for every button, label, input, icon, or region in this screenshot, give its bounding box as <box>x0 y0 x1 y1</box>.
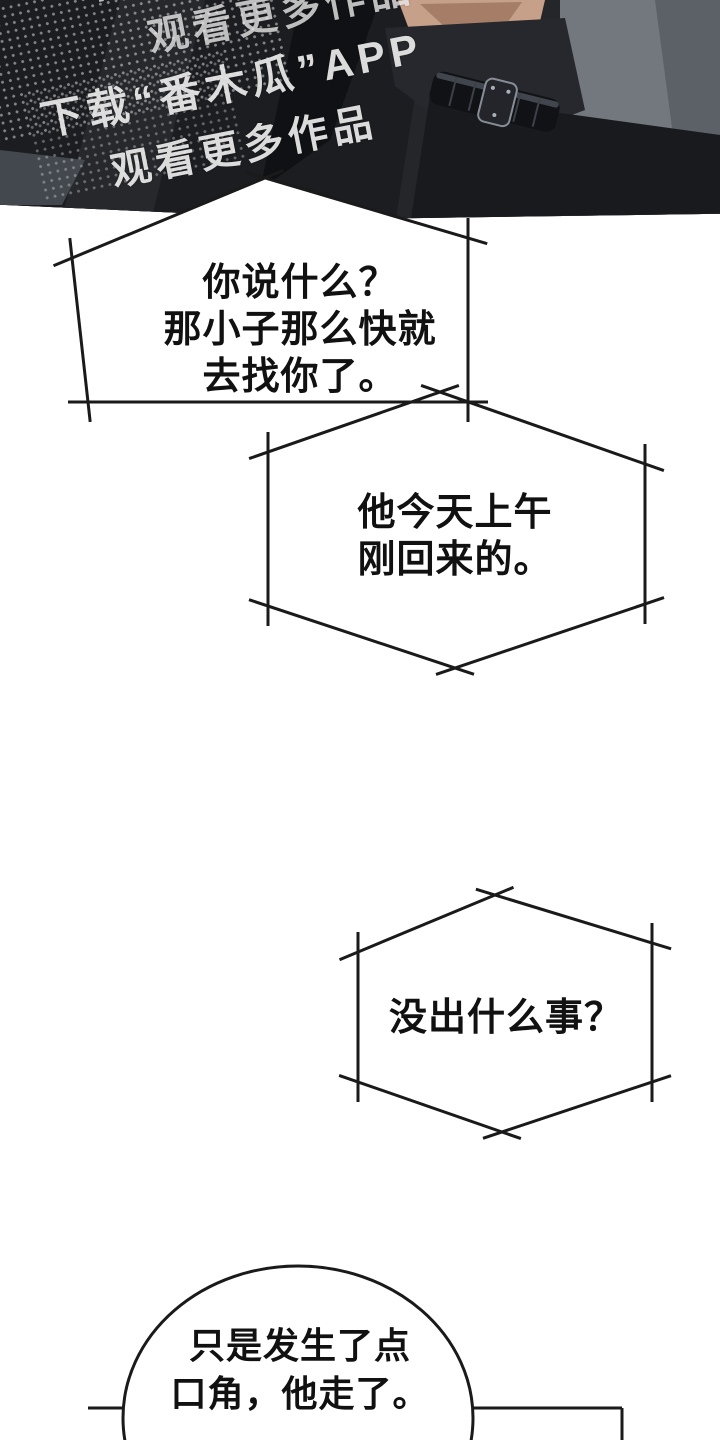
wrist-watch <box>429 71 560 132</box>
bubble-line: 刚回来的。 <box>357 539 553 581</box>
bubble-line: 只是发生了点 <box>188 1325 411 1366</box>
bubble-line: 那小子那么快就 <box>163 309 437 351</box>
speech-bubble-3-outline <box>338 885 672 1141</box>
comic-panel: 下载“番木瓜”APP 观看更多作品 下载“番木瓜”APP 观看更多作品 <box>0 0 720 220</box>
speech-bubble-3-shape <box>358 895 652 1132</box>
speech-bubble-2-outline <box>248 383 665 676</box>
bubble-line: 口角，他走了。 <box>170 1373 430 1414</box>
panel-highlight <box>0 150 85 205</box>
bubble-line: 你说什么？ <box>202 262 398 304</box>
bubble-line: 他今天上午 <box>357 492 553 534</box>
speech-bubble-4-shape <box>121 1264 475 1440</box>
speech-bubble-1-outline <box>52 168 488 423</box>
bubble-line: 没出什么事？ <box>388 997 623 1039</box>
bubble-line: 去找你了。 <box>202 356 398 398</box>
speech-bubble-2-text: 他今天上午 刚回来的。 <box>270 490 640 584</box>
speech-bubble-3-text: 没出什么事？ <box>360 996 652 1040</box>
sleeve-shape <box>410 95 720 220</box>
speech-bubble-2-shape <box>268 392 645 668</box>
speech-bubble-4-text: 只是发生了点 口角，他走了。 <box>120 1322 480 1418</box>
speech-bubble-1-text: 你说什么？ 那小子那么快就 去找你了。 <box>90 260 510 401</box>
speech-bubble-1-shape <box>72 178 468 402</box>
